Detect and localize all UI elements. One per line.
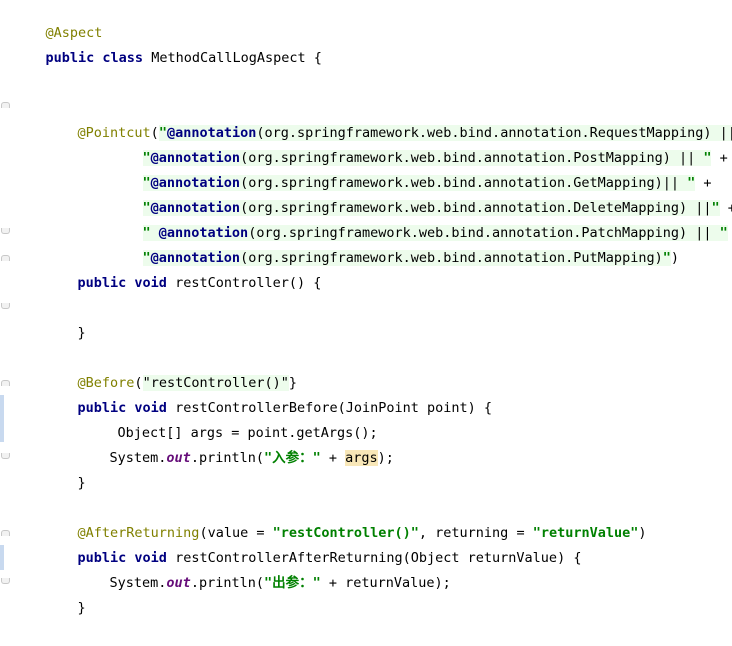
code-line-after-method[interactable]: public void restControllerAfterReturning… [45, 521, 582, 566]
keyword: public void [77, 400, 167, 416]
pointcut-designator: @annotation [158, 225, 249, 241]
pointcut-designator: @annotation [150, 200, 241, 216]
pointcut-body: (org.springframework.web.bind.annotation… [240, 200, 712, 216]
code-line-rest-controller[interactable]: public void restController() { [45, 246, 322, 291]
code-editor[interactable]: @Aspect public class MethodCallLogAspect… [0, 0, 732, 616]
annotation: @Pointcut [77, 125, 151, 141]
paren: ( [134, 375, 143, 391]
string-quote: " [142, 225, 159, 241]
pointcut-designator: @annotation [150, 175, 241, 191]
pointcut-designator: @annotation [150, 150, 241, 166]
paren: ) [638, 525, 647, 541]
statement: .println( [190, 575, 264, 591]
statement: ); [377, 450, 394, 466]
static-field: out [166, 575, 191, 591]
pointcut-body: (org.springframework.web.bind.annotation… [240, 250, 663, 266]
string-quote: " [662, 250, 671, 266]
code-line-before-method[interactable]: public void restControllerBefore(JoinPoi… [45, 371, 493, 416]
annotation: @AfterReturning [77, 525, 200, 541]
pointcut-body: (org.springframework.web.bind.annotation… [240, 175, 688, 191]
code-line-args[interactable]: Object[] args = point.getArgs(); [85, 396, 378, 441]
string-quote: " [719, 225, 728, 241]
pointcut-body: (org.springframework.web.bind.annotation… [240, 150, 704, 166]
code-line-before[interactable]: @Before("restController()"} [45, 346, 297, 391]
string-quote: " [142, 150, 151, 166]
fold-marker-icon[interactable] [1, 102, 10, 108]
statement: + [320, 450, 346, 466]
brace: } [77, 475, 86, 491]
method-signature: restControllerBefore(JoinPoint point) { [175, 400, 493, 416]
keyword: public void [77, 550, 167, 566]
code-line-class-annotation[interactable]: @Aspect [13, 0, 103, 41]
brace: } [77, 325, 86, 341]
code-line-println-in[interactable]: System.out.println("入参：" + args); [77, 421, 394, 466]
string-literal: "restController()" [272, 525, 419, 541]
paren: } [288, 375, 298, 391]
statement: .println( [190, 450, 264, 466]
statement: + returnValue); [320, 575, 451, 591]
operator: + [727, 200, 732, 216]
fold-marker-icon[interactable] [1, 453, 10, 459]
string-literal: "returnValue" [532, 525, 639, 541]
keyword: public void [77, 275, 167, 291]
code-line-close-brace[interactable]: } [45, 296, 86, 341]
brace: } [77, 600, 86, 616]
pointcut-designator: @annotation [150, 250, 241, 266]
method-signature: restControllerAfterReturning(Object retu… [175, 550, 582, 566]
class-name: MethodCallLogAspect { [151, 50, 322, 66]
string-quote: " [142, 175, 151, 191]
highlighted-variable: args [345, 450, 378, 466]
code-line-close-brace[interactable]: } [45, 446, 86, 491]
code-line-pointcut-6[interactable]: "@annotation(org.springframework.web.bin… [110, 221, 679, 266]
fold-marker-icon[interactable] [1, 578, 10, 584]
code-line-class-declaration[interactable]: public class MethodCallLogAspect { [13, 21, 322, 66]
statement: System. [109, 450, 167, 466]
code-line-close-brace[interactable]: } [45, 571, 86, 616]
operator: ) [670, 250, 679, 266]
fold-marker-icon[interactable] [1, 228, 10, 234]
string-quote: " [158, 125, 167, 141]
operator: + [728, 225, 732, 241]
code-line-pointcut-4[interactable]: "@annotation(org.springframework.web.bin… [110, 171, 732, 216]
code-line-pointcut-2[interactable]: "@annotation(org.springframework.web.bin… [110, 121, 728, 166]
operator: + [695, 175, 712, 191]
string-quote: " [687, 175, 696, 191]
code-line-println-out[interactable]: System.out.println("出参：" + returnValue); [77, 546, 451, 591]
change-marker [0, 395, 4, 442]
string-literal: "出参：" [263, 575, 321, 591]
code-line-pointcut-5[interactable]: " @annotation(org.springframework.web.bi… [110, 196, 732, 241]
annotation-args: (value = [199, 525, 273, 541]
fold-marker-icon[interactable] [1, 530, 10, 536]
editor-gutter [0, 0, 10, 590]
pointcut-body: (org.springframework.web.bind.annotation… [248, 225, 720, 241]
fold-marker-icon[interactable] [1, 380, 10, 386]
statement: Object[] args = point.getArgs(); [117, 425, 378, 441]
string-literal: "入参：" [263, 450, 321, 466]
operator: + [711, 150, 728, 166]
code-line-pointcut-3[interactable]: "@annotation(org.springframework.web.bin… [110, 146, 712, 191]
fold-marker-icon[interactable] [1, 255, 10, 261]
static-field: out [166, 450, 191, 466]
statement: System. [109, 575, 167, 591]
pointcut-designator: @annotation [166, 125, 257, 141]
keyword: public class [45, 50, 144, 66]
string-quote: " [142, 200, 151, 216]
fold-marker-icon[interactable] [1, 303, 10, 309]
annotation-args: , returning = [418, 525, 533, 541]
code-line-pointcut[interactable]: @Pointcut("@annotation(org.springframewo… [45, 96, 732, 141]
pointcut-body: (org.springframework.web.bind.annotation… [256, 125, 732, 141]
string-quote: " [142, 250, 151, 266]
string-quote: " [703, 150, 712, 166]
annotation: @Before [77, 375, 135, 391]
paren: ( [150, 125, 159, 141]
annotation: @Aspect [45, 25, 103, 41]
pointcut-ref: "restController()" [142, 375, 289, 391]
code-line-after-returning[interactable]: @AfterReturning(value = "restController(… [45, 496, 647, 541]
method-signature: restController() { [175, 275, 322, 291]
string-quote: " [711, 200, 720, 216]
change-marker [0, 545, 4, 570]
